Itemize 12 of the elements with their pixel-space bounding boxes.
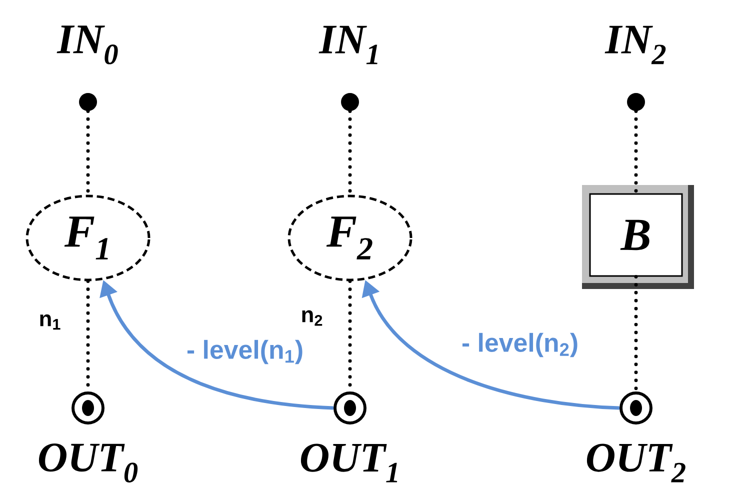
terminal-label: IN$_{2}$ (604, 26, 666, 64)
terminal-label: IN$_{1}$ (318, 26, 378, 64)
terminal-label: OUT$_{2}$ (586, 444, 686, 482)
terminal-label: IN$_{0}$ (56, 26, 118, 64)
edge-label: - level(n$_{1}$) (184, 338, 306, 366)
terminal-label: OUT$_{1}$ (300, 444, 398, 482)
node-label: n$_{1}$ (40, 314, 60, 330)
node-label: n$_{2}$ (302, 310, 322, 326)
block-box: B (582, 185, 694, 289)
dotted-line (634, 109, 638, 195)
edge-label: - level(n$_{2}$) (459, 330, 581, 360)
terminal-label: OUT$_{0}$ (38, 444, 138, 482)
